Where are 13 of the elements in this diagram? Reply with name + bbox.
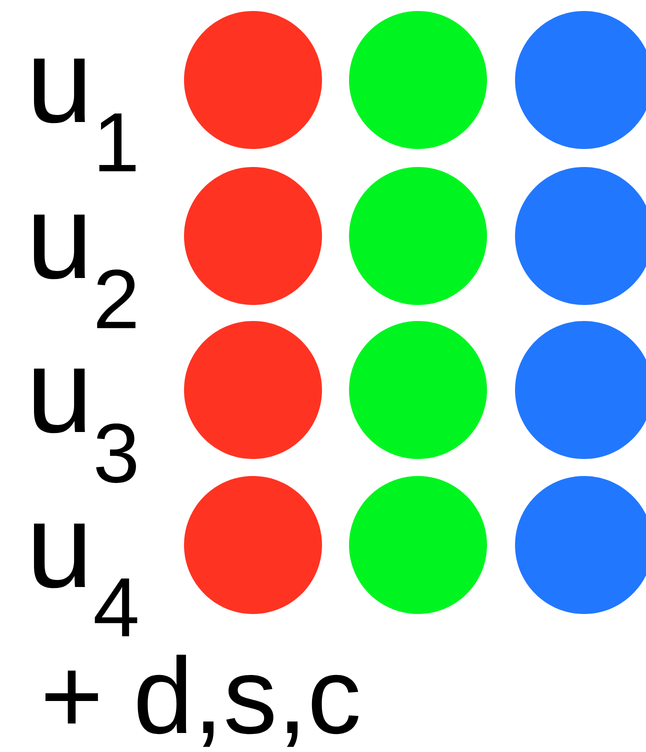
- row-label: u$_{1}$: [34, 58, 136, 172]
- colored-circle: [184, 167, 322, 305]
- row-label: u$_{4}$: [34, 524, 138, 636]
- colored-circle: [184, 476, 322, 614]
- colored-circle: [349, 321, 487, 459]
- row-label: u$_{2}$: [34, 214, 136, 328]
- colored-circle: [349, 167, 487, 305]
- colored-circle: [349, 11, 487, 149]
- footer-text: + d,s,c: [45, 654, 358, 747]
- colored-circle: [184, 321, 322, 459]
- colored-circle: [184, 11, 322, 149]
- row-label: u$_{3}$: [34, 368, 136, 483]
- colored-circle: [349, 476, 487, 614]
